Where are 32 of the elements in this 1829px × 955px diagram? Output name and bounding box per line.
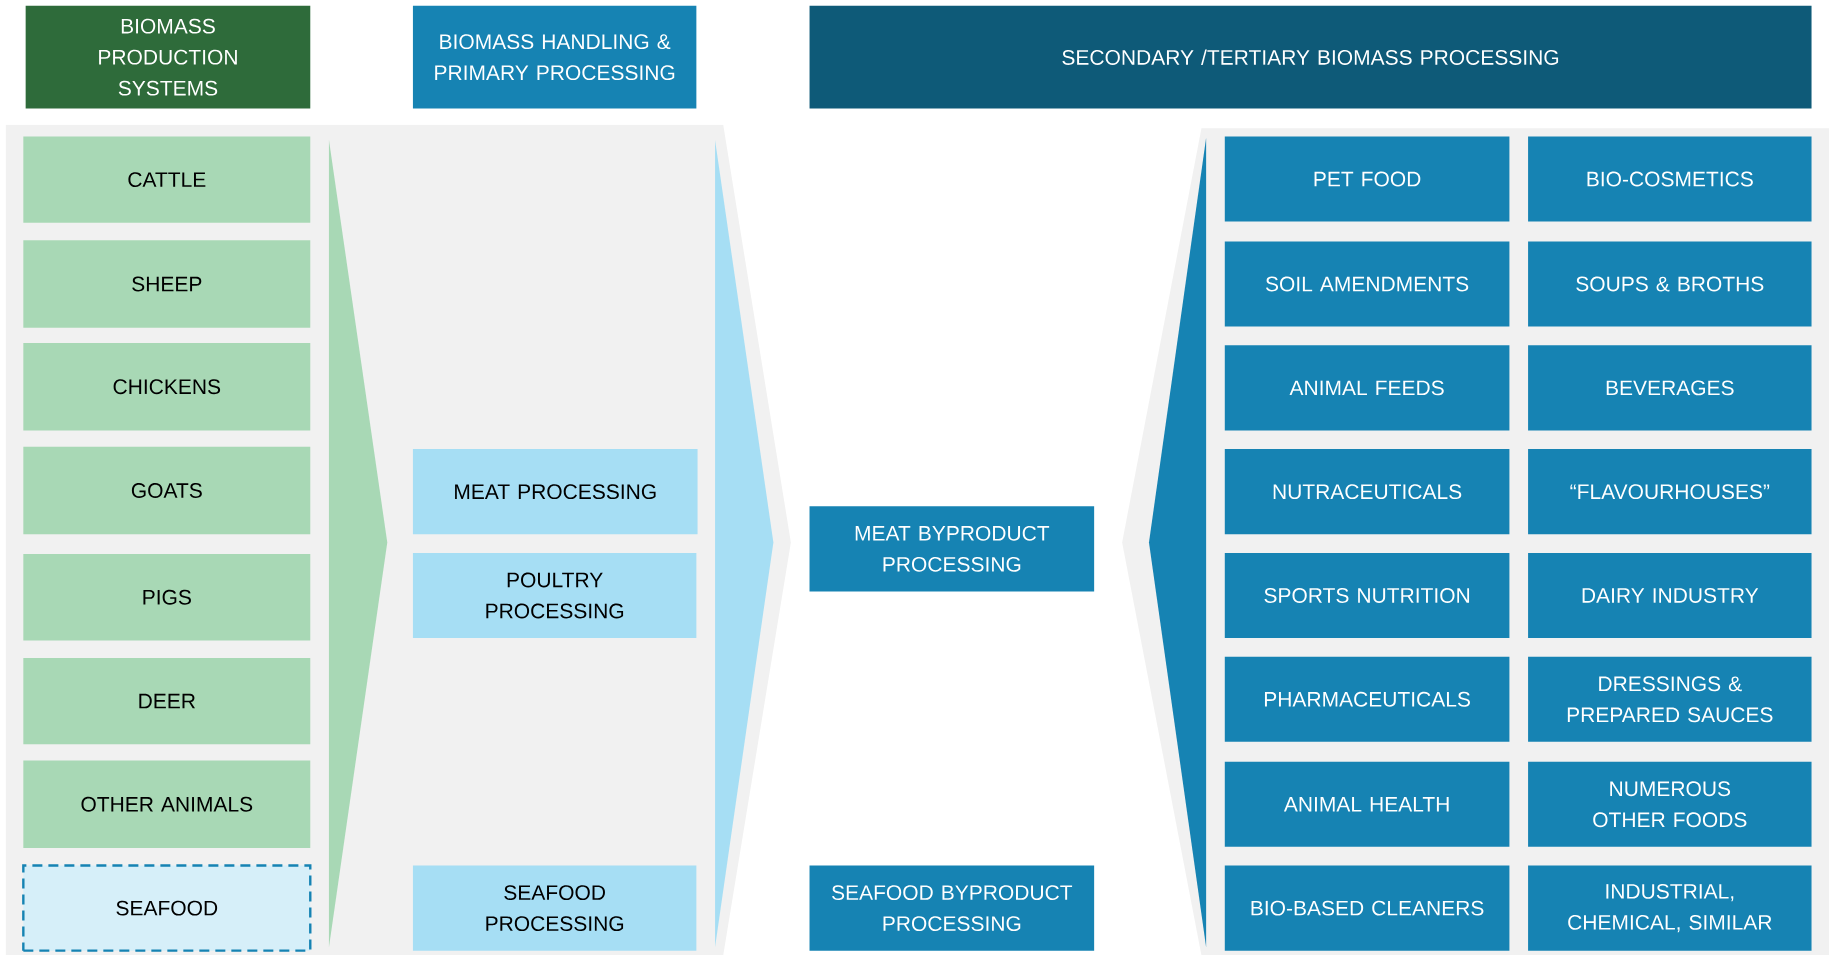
header-box: BIOMASS HANDLING & PRIMARY PROCESSING [412, 5, 697, 109]
product-box: DRESSINGS & PREPARED SAUCES [1528, 656, 1812, 742]
product-box: BIO-BASED CLEANERS [1224, 865, 1510, 951]
byproduct-box: MEAT BYPRODUCT PROCESSING [809, 506, 1095, 592]
product-box: PHARMACEUTICALS [1224, 656, 1510, 742]
product-box: SOUPS & BROTHS [1528, 241, 1812, 327]
animal-box: CATTLE [23, 136, 311, 223]
product-box: SOIL AMENDMENTS [1224, 241, 1510, 327]
animal-box: PIGS [23, 553, 311, 641]
animal-box: OTHER ANIMALS [23, 760, 311, 848]
product-box: DAIRY INDUSTRY [1528, 552, 1812, 638]
animal-box: CHICKENS [23, 342, 311, 431]
product-box: NUMEROUS OTHER FOODS [1528, 761, 1812, 847]
byproduct-box: SEAFOOD BYPRODUCT PROCESSING [809, 865, 1095, 951]
product-box: PET FOOD [1224, 136, 1510, 222]
product-box: ANIMAL HEALTH [1224, 761, 1510, 847]
processing-box: SEAFOOD PROCESSING [412, 865, 697, 951]
animal-box: GOATS [23, 446, 311, 535]
processing-box: MEAT PROCESSING [412, 448, 698, 535]
product-box: NUTRACEUTICALS [1224, 448, 1510, 535]
header-box: SECONDARY /TERTIARY BIOMASS PROCESSING [809, 5, 1812, 109]
product-box: ANIMAL FEEDS [1224, 345, 1510, 431]
product-box: “FLAVOURHOUSES” [1528, 448, 1812, 535]
product-box: SPORTS NUTRITION [1224, 552, 1510, 638]
animal-box: SHEEP [23, 240, 311, 328]
processing-box: POULTRY PROCESSING [412, 552, 697, 638]
product-box: BEVERAGES [1528, 345, 1812, 431]
product-box: BIO-COSMETICS [1528, 136, 1812, 222]
animal-box: DEER [23, 657, 311, 745]
header-box: BIOMASS PRODUCTION SYSTEMS [25, 5, 311, 109]
animal-box: SEAFOOD [22, 864, 312, 952]
product-box: INDUSTRIAL, CHEMICAL, SIMILAR [1528, 865, 1812, 951]
